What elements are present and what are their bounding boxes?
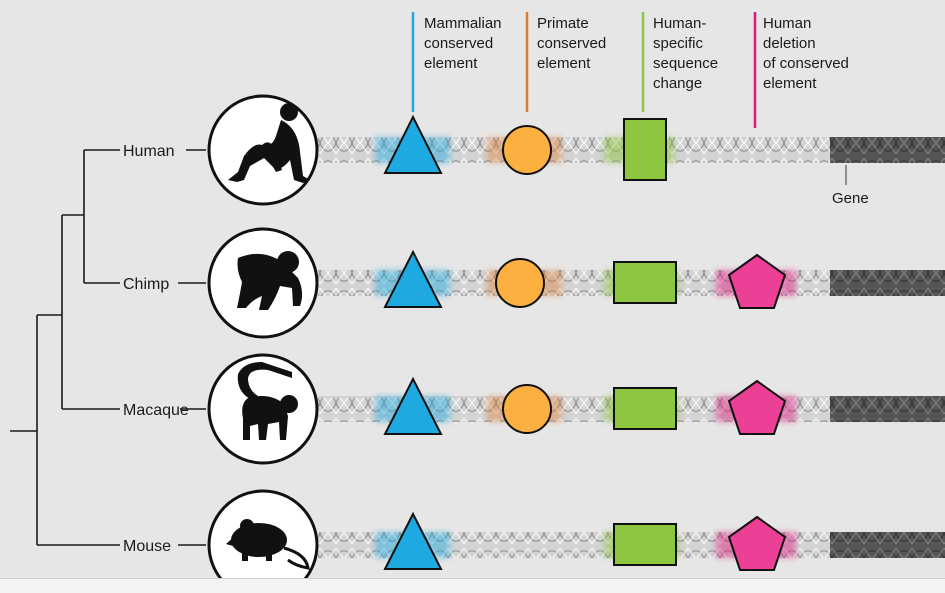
legend: Mammalian conserved element Primate cons…: [411, 12, 849, 128]
species-label-human: Human: [123, 143, 175, 160]
legend-primate-line2: conserved: [537, 35, 606, 52]
human-specific-change-chimp: [613, 261, 677, 304]
mammalian-element-macaque: [383, 376, 443, 435]
conserved-element-mouse: [727, 515, 787, 571]
mammalian-element-mouse: [383, 511, 443, 570]
human-icon: [207, 94, 319, 206]
gene-label: Gene: [832, 190, 869, 207]
legend-deletion-line4: element: [763, 75, 817, 92]
species-label-macaque: Macaque: [123, 402, 189, 419]
legend-primate-line1: Primate: [537, 15, 589, 32]
species-labels: Human Chimp Macaque Mouse: [123, 143, 189, 555]
primate-element-human: [502, 125, 552, 175]
legend-mammalian: Mammalian conserved element: [411, 12, 502, 112]
legend-deletion-line1: Human: [763, 15, 811, 32]
human-specific-change-mouse: [613, 523, 677, 566]
mouse-icon: [207, 489, 319, 593]
mammalian-element-chimp: [383, 249, 443, 308]
legend-deletion: Human deletion of conserved element: [753, 12, 849, 128]
legend-primate: Primate conserved element: [525, 12, 606, 112]
legend-human-specific-line2: specific: [653, 35, 704, 52]
bottom-bar: [0, 578, 945, 593]
legend-deletion-line3: of conserved: [763, 55, 849, 72]
species-label-chimp: Chimp: [123, 276, 169, 293]
human-specific-change-macaque: [613, 387, 677, 430]
legend-primate-line3: element: [537, 55, 591, 72]
primate-element-chimp: [495, 258, 545, 308]
legend-human-specific-line4: change: [653, 75, 702, 92]
species-label-mouse: Mouse: [123, 538, 171, 555]
human-specific-change-human: [623, 118, 667, 181]
legend-mammalian-line2: conserved: [424, 35, 493, 52]
chimp-icon: [207, 227, 319, 339]
legend-mammalian-line1: Mammalian: [424, 15, 502, 32]
legend-human-specific-line1: Human-: [653, 15, 706, 32]
legend-mammalian-line3: element: [424, 55, 478, 72]
primate-element-macaque: [502, 384, 552, 434]
conserved-element-chimp: [727, 253, 787, 309]
legend-human-specific: Human- specific sequence change: [641, 12, 718, 112]
legend-human-specific-line3: sequence: [653, 55, 718, 72]
mammalian-element-human: [383, 114, 443, 174]
legend-deletion-line2: deletion: [763, 35, 816, 52]
conserved-element-macaque: [727, 379, 787, 435]
phylogenetic-tree: [10, 149, 206, 546]
macaque-icon: [207, 353, 319, 465]
